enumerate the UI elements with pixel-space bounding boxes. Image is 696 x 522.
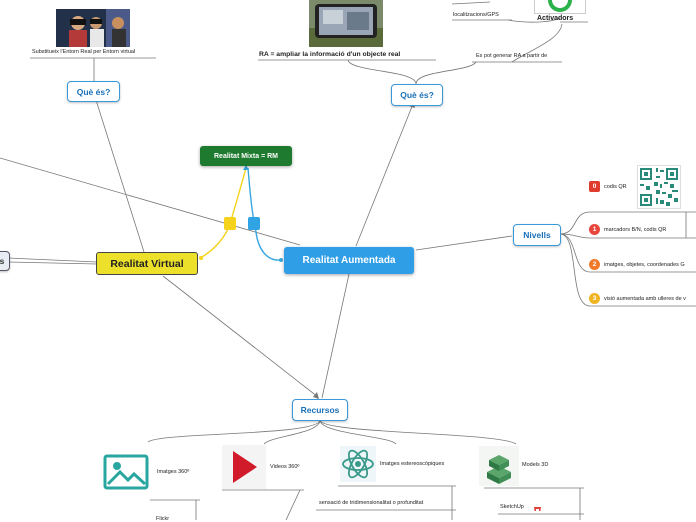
sensacio-leaf: sensació de tridimensionalitat o profund…	[319, 500, 424, 506]
que-es-ra-node[interactable]: Què és?	[391, 84, 443, 106]
nivells-label: Nivells	[523, 230, 551, 240]
imatges-objetes-leaf: imatges, objetes, coordenades G	[604, 262, 685, 268]
substitueix-leaf: Substitueix l'Entorn Real per Entorn vir…	[32, 49, 136, 55]
videos360-leaf: Videos 360º	[270, 464, 300, 470]
vr-headset-photo	[56, 9, 130, 47]
realitat-augmentada-label: Realitat Aumentada	[302, 255, 396, 266]
left-partial-label: s	[0, 256, 5, 266]
level-2-icon: 2	[589, 259, 600, 270]
level-0-icon: 0	[589, 181, 600, 192]
que-es-rv-node[interactable]: Què és?	[67, 81, 120, 102]
qr-code-image	[637, 165, 681, 209]
realitat-virtual-node[interactable]: Realitat Virtual	[96, 252, 198, 275]
left-partial-node[interactable]: s	[0, 251, 10, 271]
image-icon	[100, 446, 152, 498]
recursos-label: Recursos	[300, 405, 340, 415]
es-pot-generar-leaf: Es pot generar RA a partir de	[476, 53, 548, 59]
imatges-estereo-leaf: Imatges estereoscòpiques	[380, 461, 445, 467]
tablet-ar-photo	[309, 0, 383, 47]
cubes-icon	[479, 446, 519, 486]
activadors-leaf: Activadors	[537, 15, 574, 22]
realitat-mixta-node[interactable]: Realitat Mixta = RM	[200, 146, 292, 166]
play-icon	[222, 445, 266, 489]
que-es-ra-label: Què és?	[400, 90, 434, 100]
flickr-icon	[176, 516, 186, 520]
imatges360-leaf: Imatges 360º	[157, 469, 190, 475]
visio-aumentada-leaf: visió aumentada amb ulleres de v	[604, 296, 686, 302]
models3d-leaf: Models 3D	[522, 462, 549, 468]
localitzacions-leaf: localitzacions/GPS	[453, 12, 499, 18]
blue-connector-square	[248, 217, 260, 230]
recursos-node[interactable]: Recursos	[292, 399, 348, 421]
ra-ampliar-leaf: RA = ampliar la informació d'un objecte …	[259, 51, 401, 58]
level-1-icon: 1	[589, 224, 600, 235]
level-3-icon: 3	[589, 293, 600, 304]
realitat-mixta-label: Realitat Mixta = RM	[214, 152, 278, 160]
realitat-augmentada-node[interactable]: Realitat Aumentada	[284, 247, 414, 274]
sketchup-icon	[533, 502, 542, 511]
yellow-connector-square	[224, 217, 236, 230]
marcadors-leaf: marcadors B/N, codis QR	[604, 227, 667, 233]
atom-icon	[340, 446, 376, 482]
realitat-virtual-label: Realitat Virtual	[110, 257, 184, 270]
que-es-rv-label: Què és?	[76, 86, 111, 97]
codis-qr-leaf: codis QR	[604, 184, 627, 190]
flickr-leaf: Flickr	[156, 516, 170, 522]
sketchup-leaf: SketchUp	[500, 504, 524, 510]
activator-icon	[534, 0, 586, 14]
nivells-node[interactable]: Nivells	[513, 224, 561, 246]
